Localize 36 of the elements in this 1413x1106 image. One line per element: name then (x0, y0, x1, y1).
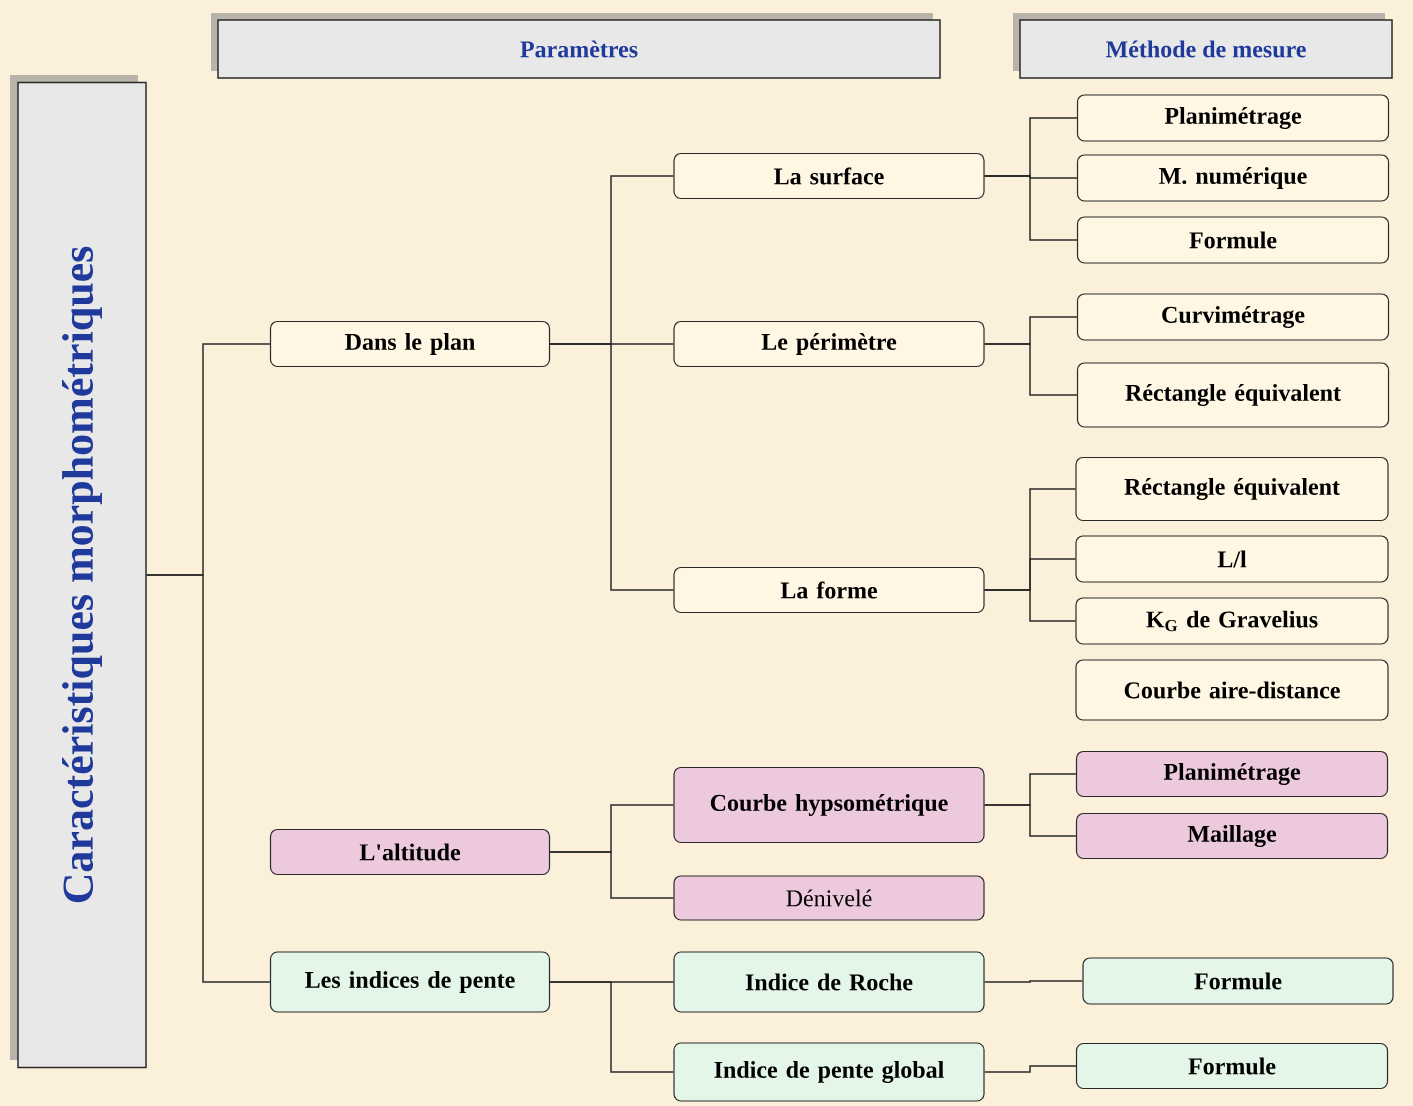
process-box: La surface (673, 152, 985, 200)
process-box: Formule (1082, 957, 1394, 1005)
process-box: Planimétrage (1076, 94, 1390, 142)
process-box: Planimétrage (1075, 750, 1389, 798)
connector (983, 589, 1077, 622)
process-box: Réctangle équivalent (1075, 456, 1389, 522)
process-box: Courbe aire-distance (1075, 659, 1389, 721)
process-box: Indice de Roche (673, 951, 985, 1013)
connector (983, 1065, 1077, 1073)
title-box: Caractéristiques morphométriques (10, 75, 147, 1069)
process-box: Formule (1075, 1042, 1389, 1090)
connector (549, 851, 675, 899)
connector (983, 980, 1084, 983)
process-box: Les indices de pente (269, 951, 551, 1013)
process-box: Formule (1076, 216, 1390, 264)
process-box: M. numérique (1076, 154, 1390, 202)
connector (146, 574, 271, 983)
process-box: La forme (673, 566, 985, 614)
process-box: Le périmètre (673, 320, 985, 368)
connector (983, 343, 1078, 396)
connector (983, 804, 1077, 837)
process-box: Dans le plan (269, 320, 551, 368)
process-box: Courbe hypsométrique (673, 766, 985, 844)
connector (549, 343, 675, 591)
process-box: Indice de pente global (673, 1042, 985, 1102)
process-box: Dénivelé (673, 875, 985, 921)
process-box: Curvimétrage (1076, 293, 1390, 341)
connector (983, 175, 1078, 241)
process-box: K$_{G}$ de Gravelius (1075, 597, 1389, 645)
process-box: Maillage (1075, 812, 1389, 860)
header-box: Paramètres (211, 13, 941, 79)
process-box: L/l (1075, 535, 1389, 583)
process-box: Réctangle équivalent (1076, 362, 1390, 428)
header-box: Méthode de mesure (1013, 13, 1393, 79)
process-box: L'altitude (269, 828, 551, 876)
connector (549, 981, 675, 1073)
